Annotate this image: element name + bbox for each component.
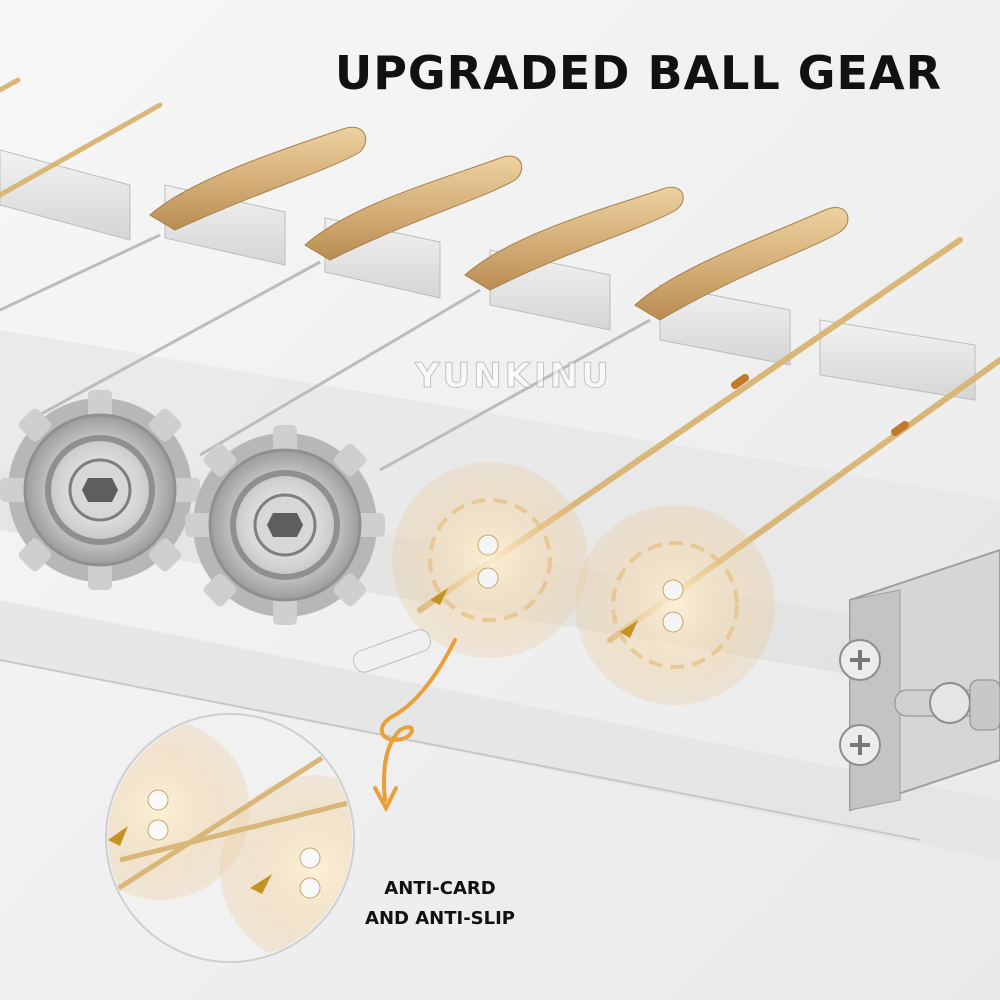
- brand-watermark: YUNKINU: [415, 356, 612, 397]
- callout-line-2: AND ANTI-SLIP: [365, 908, 515, 929]
- ghost-ball-gear-2: [575, 505, 775, 705]
- headline: UPGRADED BALL GEAR: [334, 46, 942, 100]
- callout-line-1: ANTI-CARD: [384, 878, 496, 899]
- metal-skewers: [0, 233, 651, 472]
- callout-arrow: [373, 638, 457, 813]
- end-bracket: [839, 548, 1000, 812]
- wooden-handles: [149, 126, 849, 321]
- screw-head-bottom: [839, 724, 881, 766]
- ghost-ball-gear-1: [392, 462, 588, 658]
- feature-callout: ANTI-CARD AND ANTI-SLIP: [340, 874, 540, 934]
- screw-head-top: [839, 639, 881, 681]
- skewer-tips: [430, 588, 638, 638]
- wing-nut: [894, 679, 1000, 731]
- steel-gear-left: [0, 390, 200, 590]
- steel-gear-right: [185, 425, 385, 625]
- spring-pin: [352, 629, 432, 673]
